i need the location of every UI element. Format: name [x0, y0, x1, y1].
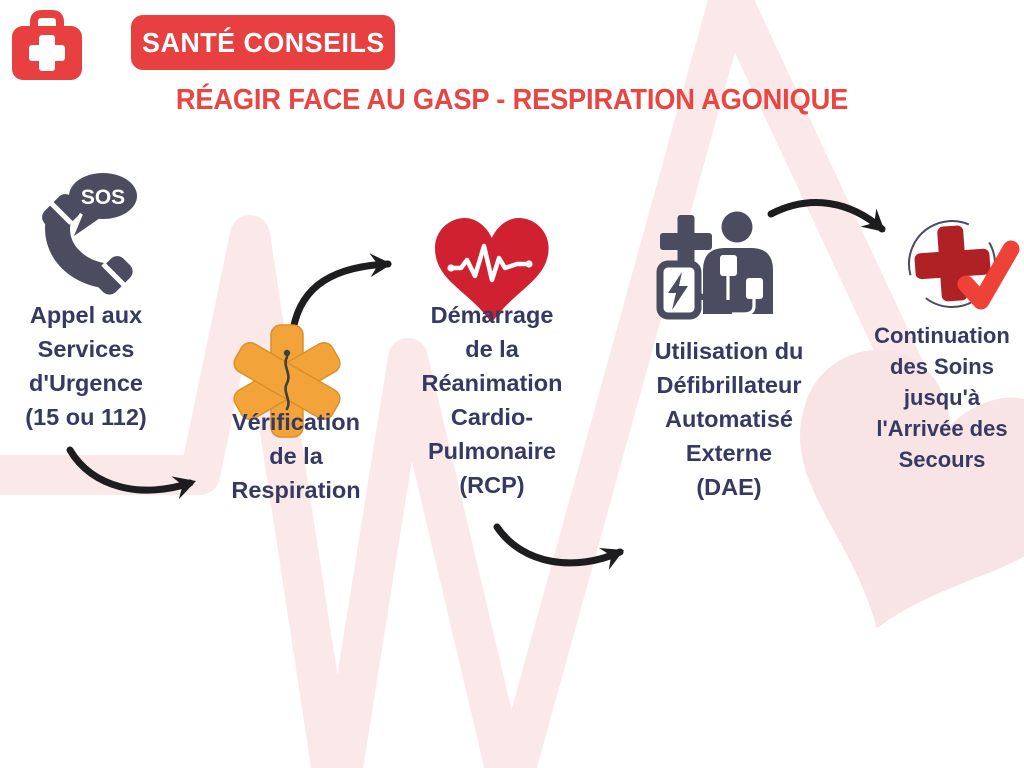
cross-check-svg	[908, 220, 1020, 310]
sos-bubble-text: SOS	[81, 186, 125, 209]
defibrillator-icon	[648, 200, 783, 327]
brand-badge-label: SANTÉ CONSEILS	[141, 26, 385, 58]
heart-ekg-svg	[435, 218, 549, 324]
step-1-label: Appel aux Services d'Urgence (15 ou 112)	[25, 302, 147, 430]
step-5-label: Continuation des Soins jusqu'à l'Arrivée…	[874, 323, 1010, 472]
background-heart-shape	[800, 350, 1024, 629]
first-aid-kit-icon	[6, 8, 88, 89]
step-4-label: Utilisation du Défibrillateur Automatisé…	[654, 338, 804, 500]
phone-sos-icon: SOS	[28, 170, 146, 303]
star-of-life-svg	[233, 324, 341, 438]
star-of-life-icon	[231, 322, 343, 445]
step-2-label: Vérification de la Respiration	[231, 409, 361, 503]
heart-ekg-icon	[435, 218, 550, 329]
cross-check-icon	[900, 212, 1022, 323]
first-aid-kit-svg	[12, 10, 82, 80]
step-3-label: Démarrage de la Réanimation Cardio- Pulm…	[421, 302, 563, 498]
phone-sos-svg: SOS	[42, 173, 137, 295]
page-title: RÉAGIR FACE AU GASP - RESPIRATION AGONIQ…	[175, 84, 849, 116]
defibrillator-svg	[656, 211, 773, 320]
brand-badge: SANTÉ CONSEILS	[131, 15, 395, 70]
ekg-line-shape	[0, 0, 925, 768]
